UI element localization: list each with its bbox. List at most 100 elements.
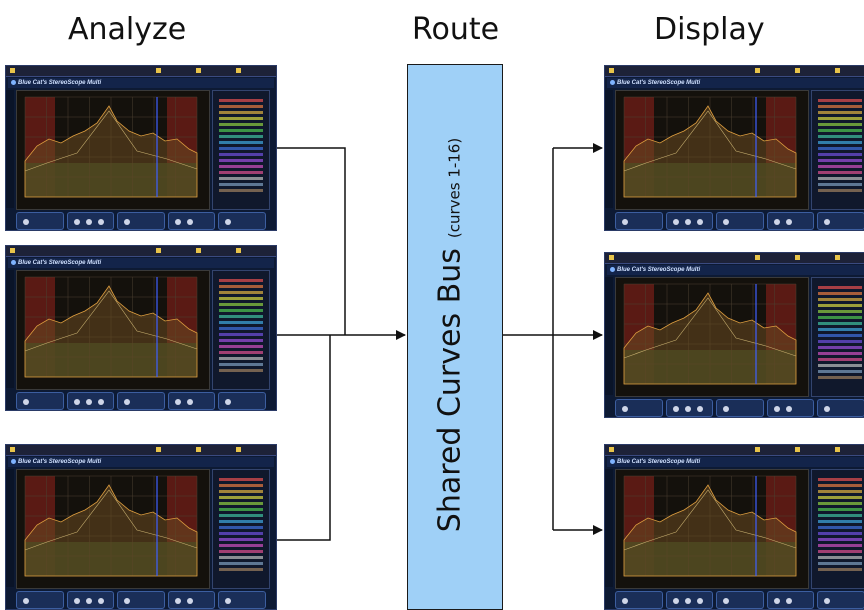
knob[interactable] [723,598,730,604]
scale-strip [6,90,14,208]
knob[interactable] [824,598,831,604]
control-group [218,392,266,410]
plugin-title-bar: Blue Cat's StereoScope Multi [8,457,274,467]
control-group [615,212,663,230]
host-toolbar [6,246,276,257]
control-group [817,399,864,417]
control-group [615,591,663,609]
knob[interactable] [73,399,80,405]
knob[interactable] [672,219,679,225]
knob[interactable] [73,598,80,604]
curves-legend [212,270,270,390]
host-toolbar [605,445,864,456]
knob[interactable] [124,598,131,604]
knob[interactable] [97,219,104,225]
plugin-controls [615,399,864,417]
control-group [615,399,663,417]
plugin-controls [615,212,864,230]
display-plugin-2: Blue Cat's StereoScope Multi [604,252,864,418]
knob[interactable] [23,219,29,225]
control-group [16,212,64,230]
knob[interactable] [23,598,29,604]
spectrum-display [16,90,210,210]
scale-strip [605,469,613,587]
analyze-heading: Analyze [68,12,187,47]
plugin-controls [16,212,266,230]
knob[interactable] [672,406,679,412]
knob[interactable] [97,399,104,405]
spectrum-display [615,90,809,210]
control-group [66,212,115,230]
knob[interactable] [785,406,792,412]
knob[interactable] [684,406,691,412]
control-group [716,212,764,230]
knob[interactable] [696,406,703,412]
wire-in-3 [276,335,331,541]
knob[interactable] [622,406,628,412]
plugin-title-bar: Blue Cat's StereoScope Multi [607,457,864,467]
control-group [817,591,864,609]
knob[interactable] [684,219,691,225]
knob[interactable] [124,219,131,225]
plugin-title-bar: Blue Cat's StereoScope Multi [607,265,864,275]
knob[interactable] [97,598,104,604]
knob[interactable] [85,219,92,225]
analyzer-plugin-3: Blue Cat's StereoScope Multi [5,444,277,610]
knob[interactable] [174,219,181,225]
knob[interactable] [824,406,831,412]
knob[interactable] [186,219,193,225]
knob[interactable] [225,399,232,405]
control-group [716,591,764,609]
control-group [66,591,115,609]
knob[interactable] [773,219,780,225]
host-toolbar [6,445,276,456]
knob[interactable] [672,598,679,604]
spectrum-display [16,270,210,390]
knob[interactable] [85,598,92,604]
knob[interactable] [186,399,193,405]
knob[interactable] [174,598,181,604]
control-group [167,591,216,609]
shared-curves-bus [407,64,503,610]
plugin-controls [615,591,864,609]
knob[interactable] [785,598,792,604]
knob[interactable] [622,598,628,604]
knob[interactable] [723,219,730,225]
control-group [117,392,165,410]
control-group [117,212,165,230]
knob[interactable] [824,219,831,225]
knob[interactable] [225,598,232,604]
curves-legend [811,469,864,589]
knob[interactable] [73,219,80,225]
control-group [665,212,714,230]
control-group [167,212,216,230]
control-group [716,399,764,417]
plugin-title: Blue Cat's StereoScope Multi [617,267,701,273]
curves-legend [212,469,270,589]
plugin-title: Blue Cat's StereoScope Multi [18,80,102,86]
knob[interactable] [186,598,193,604]
control-group [66,392,115,410]
plugin-title: Blue Cat's StereoScope Multi [18,260,102,266]
knob[interactable] [684,598,691,604]
control-group [766,212,815,230]
knob[interactable] [696,219,703,225]
knob[interactable] [23,399,29,405]
knob[interactable] [785,219,792,225]
knob[interactable] [225,219,232,225]
knob[interactable] [773,598,780,604]
plugin-title-bar: Blue Cat's StereoScope Multi [607,78,864,88]
knob[interactable] [622,219,628,225]
plugin-title-bar: Blue Cat's StereoScope Multi [8,78,274,88]
control-group [218,212,266,230]
curves-legend [212,90,270,210]
knob[interactable] [723,406,730,412]
route-heading: Route [412,12,500,47]
knob[interactable] [124,399,131,405]
knob[interactable] [85,399,92,405]
scale-strip [6,270,14,388]
knob[interactable] [773,406,780,412]
knob[interactable] [696,598,703,604]
knob[interactable] [174,399,181,405]
spectrum-display [615,277,809,397]
